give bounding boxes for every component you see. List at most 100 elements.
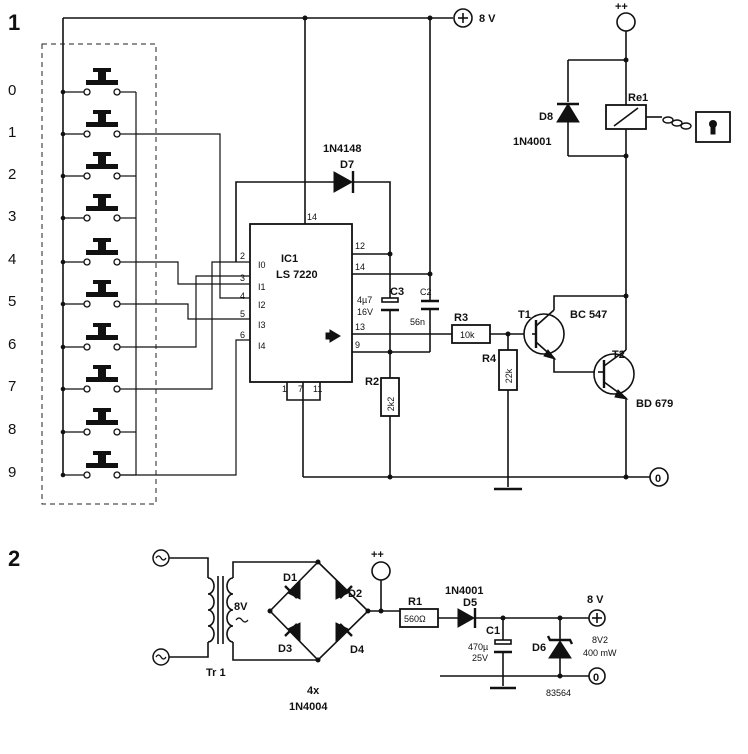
- key-label-1: 1: [8, 124, 16, 141]
- r4-value: 22k: [504, 368, 514, 383]
- key-switch-1: [60, 110, 136, 138]
- key-label-0: 0: [8, 82, 16, 99]
- t1-part: BC 547: [570, 309, 607, 321]
- relay-section: ++ D8 1N4001 Re1: [513, 1, 731, 477]
- key-switch-5: [60, 280, 136, 308]
- t2-ref: T2: [612, 349, 625, 361]
- ic1-input-3: I3: [258, 320, 266, 330]
- d5-ref: D5: [463, 597, 477, 609]
- ic1-pin-13: 13: [355, 322, 365, 332]
- key-label-3: 3: [8, 208, 16, 225]
- r2-value: 2k2: [386, 397, 396, 412]
- c2-ref: C2: [420, 287, 432, 297]
- ic1: IC1 LS 7220 I0 I1 I2 I3 I4 2 3 4 5 6 14 …: [240, 212, 365, 394]
- diode-d5: 1N4001 D5: [445, 585, 590, 628]
- key-to-ic-wiring: [120, 133, 250, 476]
- c1-ref: C1: [486, 625, 500, 637]
- r3-value: 10k: [460, 330, 475, 340]
- ground-rail: 0: [286, 382, 669, 487]
- lock-icon: [695, 111, 731, 143]
- key-label-9: 9: [8, 464, 16, 481]
- output-supply-label: 8 V: [587, 594, 604, 606]
- ic1-input-0: I0: [258, 260, 266, 270]
- ic1-pin-9: 9: [355, 340, 360, 350]
- r2-ref: R2: [365, 376, 379, 388]
- d6-power: 400 mW: [583, 648, 617, 658]
- ic1-pin-2: 2: [240, 251, 245, 261]
- resistor-r4: R4 22k: [482, 334, 522, 491]
- key-switch-0: [60, 68, 136, 96]
- relay-supply-label: ++: [615, 1, 628, 13]
- key-switch-4: [60, 238, 136, 266]
- transformer-tr1: 8V Tr 1: [152, 549, 318, 679]
- output-terminals: 8 V 0: [587, 594, 606, 685]
- ic1-pin-14: 14: [355, 262, 365, 272]
- bridge-d2: D2: [348, 588, 362, 600]
- d6-ref: D6: [532, 642, 546, 654]
- t1-ref: T1: [518, 309, 531, 321]
- d6-value: 8V2: [592, 635, 608, 645]
- key-switch-6: [60, 323, 136, 351]
- key-label-2: 2: [8, 166, 16, 183]
- ic1-pin-12: 12: [355, 241, 365, 251]
- figure-2-number: 2: [8, 546, 20, 571]
- keypad-switches: [60, 68, 137, 479]
- transistor-t2: T2 BD 679: [593, 349, 673, 410]
- d8-part: 1N4001: [513, 136, 552, 148]
- key-switch-8: [60, 408, 136, 436]
- ic1-input-2: I2: [258, 300, 266, 310]
- c3-ref: C3: [390, 286, 404, 298]
- key-label-7: 7: [8, 378, 16, 395]
- keypad-outline: [41, 43, 157, 505]
- r3-ref: R3: [454, 312, 468, 324]
- t2-part: BD 679: [636, 398, 673, 410]
- ic1-pin-4: 4: [240, 291, 245, 301]
- bridge-d3: D3: [278, 643, 292, 655]
- key-label-4: 4: [8, 251, 16, 268]
- ic1-part: LS 7220: [276, 269, 318, 281]
- diode-d7: 1N4148 D7: [235, 143, 391, 262]
- ic1-pin-3: 3: [240, 273, 245, 283]
- r1-ref: R1: [408, 596, 422, 608]
- figure-code: 83564: [546, 688, 571, 698]
- figure-1-number: 1: [8, 10, 20, 35]
- d8-ref: D8: [539, 111, 553, 123]
- bridge-count: 4x: [307, 685, 320, 697]
- timing-network: C3 4µ7 16V C2 56n: [352, 18, 439, 355]
- output-ground-label: 0: [593, 672, 599, 684]
- c2-value: 56n: [410, 317, 425, 327]
- ic1-pin-14-top: 14: [307, 212, 317, 222]
- resistor-r1: R1 560Ω: [399, 596, 458, 628]
- zener-d6: D6 8V2 400 mW 83564: [440, 615, 617, 698]
- capacitor-c1: C1 470µ 25V: [468, 615, 516, 690]
- ic1-pin-7: 7: [298, 384, 303, 394]
- transistor-t1: T1 BC 547: [518, 295, 626, 373]
- resistor-r2: R2 2k2: [365, 352, 400, 477]
- c3-voltage: 16V: [357, 307, 373, 317]
- testpoint-plusplus: ++: [368, 549, 400, 614]
- ic1-input-1: I1: [258, 282, 266, 292]
- key-labels: 0 1 2 3 4 5 6 7 8 9: [8, 82, 16, 481]
- key-switch-3: [60, 194, 136, 222]
- d7-part: 1N4148: [323, 143, 362, 155]
- key-label-6: 6: [8, 336, 16, 353]
- key-switch-7: [60, 365, 136, 393]
- bridge-part: 1N4004: [289, 701, 328, 713]
- ic1-input-4: I4: [258, 341, 266, 351]
- key-switch-9: [60, 451, 136, 479]
- tr1-ref: Tr 1: [206, 667, 226, 679]
- ic1-ref: IC1: [281, 253, 298, 265]
- key-label-8: 8: [8, 421, 16, 438]
- c1-voltage: 25V: [472, 653, 488, 663]
- ic1-pin-5: 5: [240, 309, 245, 319]
- ic1-pin-6: 6: [240, 330, 245, 340]
- key-switch-2: [60, 152, 136, 180]
- tr1-voltage: 8V: [234, 601, 248, 613]
- d5-part: 1N4001: [445, 585, 484, 597]
- testpoint-label: ++: [371, 549, 384, 561]
- ic1-pin-11: 11: [313, 384, 322, 394]
- ground-label: 0: [655, 473, 661, 485]
- d7-ref: D7: [340, 159, 354, 171]
- supply-label: 8 V: [479, 13, 496, 25]
